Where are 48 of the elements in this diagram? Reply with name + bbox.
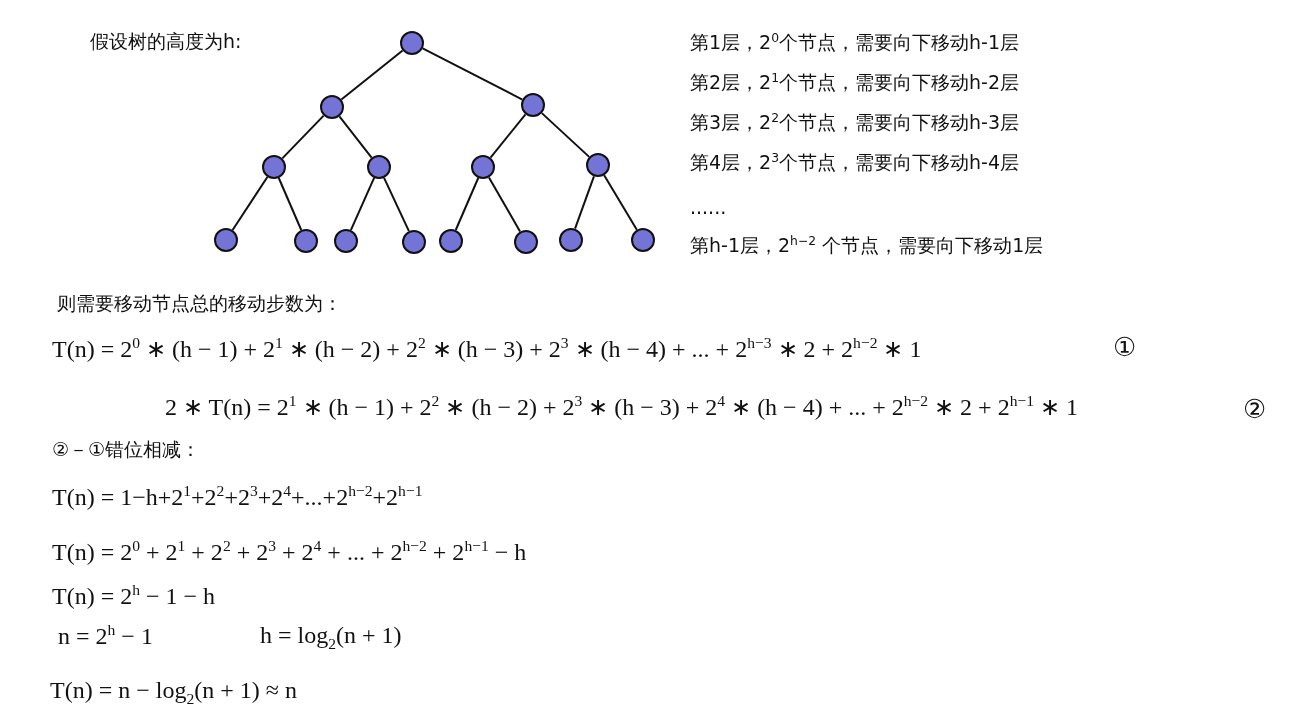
- equation-number: ①: [1113, 332, 1137, 364]
- tree-edge: [349, 176, 376, 232]
- tree-edge: [574, 175, 595, 230]
- tree-node: [471, 155, 495, 179]
- tree-node: [586, 153, 610, 177]
- tree-node: [400, 31, 424, 55]
- tree-node: [214, 228, 238, 252]
- formula: T(n) = n − log$_{2}$(n + 1) ≈ n: [50, 676, 297, 709]
- level-text: 第3层，2$^{2}$个节点，需要向下移动h-3层: [690, 111, 1020, 135]
- level-text: 第h-1层，2$^{h−2}$ 个节点，需要向下移动1层: [690, 234, 1044, 258]
- formula: T(n) = 1−h+2$^{1}$+2$^{2}$+2$^{3}$+2$^{4}$+...+2$^{h−2}$+2$^{h−1}$: [52, 482, 423, 512]
- formula: T(n) = 2$^{h}$ − 1 − h: [52, 581, 216, 611]
- tree-node: [631, 228, 655, 252]
- tree-node: [367, 155, 391, 179]
- equation-number: ②: [1243, 394, 1267, 426]
- tree-edge: [383, 176, 410, 233]
- tree-edge: [603, 174, 638, 231]
- tree-node: [514, 230, 538, 254]
- formula: 2 ∗ T(n) = 2$^{1}$ ∗ (h − 1) + 2$^{2}$ ∗ (h − 2) + 2$^{3}$ ∗ (h − 3) + 2$^{4}$ ∗ (h − 4) + ... + 2$^{h−2}$ ∗ 2 + 2$^{h−1}$ ∗ 1: [165, 392, 1079, 422]
- tree-node: [262, 155, 286, 179]
- level-text: 第2层，2$^{1}$个节点，需要向下移动h-2层: [690, 71, 1020, 95]
- tree-node: [334, 229, 358, 253]
- level-text: 第4层，2$^{3}$个节点，需要向下移动h-4层: [690, 151, 1020, 175]
- tree-edge: [489, 113, 527, 159]
- ellipsis-text: ......: [690, 196, 727, 219]
- formula: T(n) = 2$^{0}$ ∗ (h − 1) + 2$^{1}$ ∗ (h − 2) + 2$^{2}$ ∗ (h − 3) + 2$^{3}$ ∗ (h − 4) + ... + 2$^{h−3}$ ∗ 2 + 2$^{h−2}$ ∗ 1: [52, 334, 922, 364]
- tree-edge: [231, 176, 269, 231]
- tree-node: [559, 228, 583, 252]
- formula: h = log$_{2}$(n + 1): [260, 621, 402, 654]
- tree-edge: [454, 177, 480, 231]
- tree-edge: [338, 115, 373, 159]
- formula: n = 2$^{h}$ − 1: [58, 621, 153, 651]
- tree-edge: [421, 47, 524, 101]
- tree-node: [320, 95, 344, 119]
- tree-node: [294, 229, 318, 253]
- tree-edge: [340, 49, 404, 101]
- tree-node: [521, 93, 545, 117]
- tree-edge: [277, 177, 303, 231]
- tree-node: [402, 230, 426, 254]
- heading-text: 则需要移动节点总的移动步数为：: [57, 292, 342, 315]
- heading-text: 假设树的高度为h:: [90, 30, 242, 53]
- formula: T(n) = 2$^{0}$ + 2$^{1}$ + 2$^{2}$ + 2$^{3}$ + 2$^{4}$ + ... + 2$^{h−2}$ + 2$^{h−1}$ − h: [52, 537, 527, 567]
- tree-edge: [540, 112, 591, 158]
- tree-node: [439, 229, 463, 253]
- heading-text: ②－①错位相减：: [52, 438, 201, 461]
- level-text: 第1层，2$^{0}$个节点，需要向下移动h-1层: [690, 31, 1020, 55]
- tree-edge: [281, 114, 325, 160]
- tree-edge: [487, 176, 522, 233]
